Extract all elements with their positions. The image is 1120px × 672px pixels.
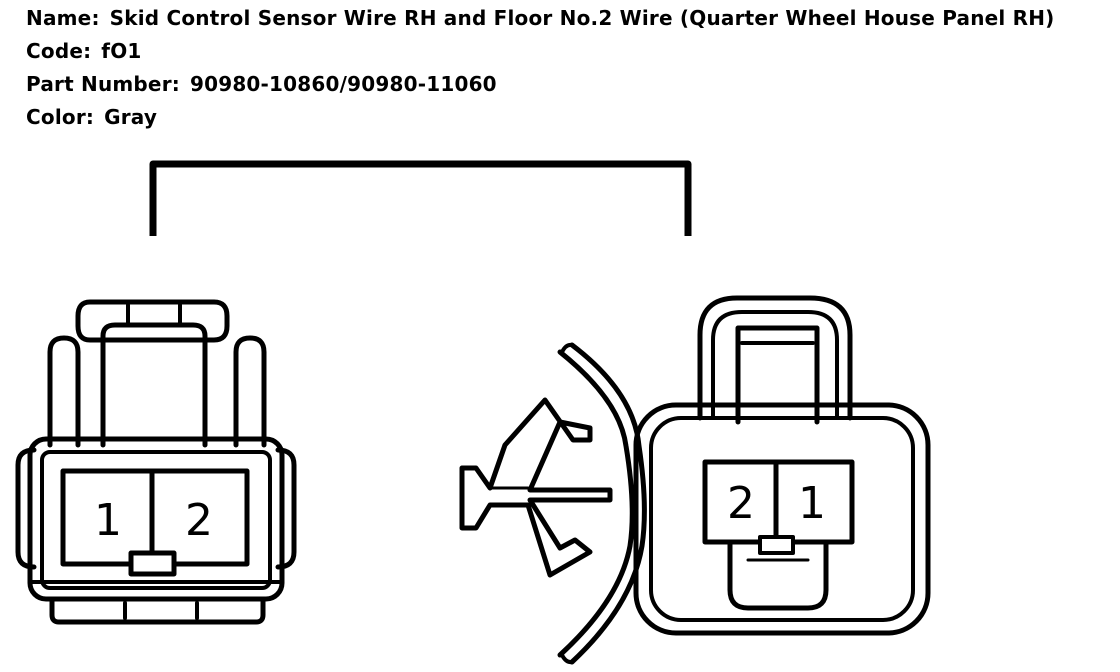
part-number-label: Part Number: xyxy=(26,72,180,96)
right-bottom-tab xyxy=(727,539,829,611)
left-pin-cavity xyxy=(60,468,250,567)
right-latch-slot xyxy=(735,325,820,425)
left-key xyxy=(128,550,177,577)
right-pin-1-label: 1 xyxy=(798,478,826,529)
part-number-line: Part Number: 90980-10860/90980-11060 xyxy=(26,68,1055,101)
left-fin-right xyxy=(233,335,267,448)
name-value: Skid Control Sensor Wire RH and Floor No… xyxy=(109,6,1055,30)
color-line: Color: Gray xyxy=(26,101,1055,134)
code-line: Code: fO1 xyxy=(26,35,1055,68)
left-fin-left xyxy=(47,335,81,448)
right-housing-inner xyxy=(649,416,915,622)
right-push-clip xyxy=(459,397,613,578)
right-connector xyxy=(459,295,931,665)
left-latch-tab xyxy=(75,299,230,343)
left-skirt xyxy=(49,596,266,625)
left-pin-2-label: 2 xyxy=(185,495,213,546)
code-label: Code: xyxy=(26,39,92,63)
part-number-value: 90980-10860/90980-11060 xyxy=(189,72,497,96)
left-body-outer xyxy=(100,322,208,448)
right-key xyxy=(758,535,795,555)
right-top-lobe xyxy=(697,295,853,421)
name-line: Name: Skid Control Sensor Wire RH and Flo… xyxy=(26,2,1055,35)
left-side-bump-r xyxy=(275,447,297,570)
right-pin-2-label: 2 xyxy=(727,478,755,529)
left-connector xyxy=(15,299,297,625)
left-side-bump-l xyxy=(15,447,37,570)
name-label: Name: xyxy=(26,6,100,30)
color-label: Color: xyxy=(26,105,95,129)
right-housing-outer xyxy=(633,402,931,636)
left-housing-outer xyxy=(27,436,285,602)
connector-info: Name: Skid Control Sensor Wire RH and Flo… xyxy=(26,2,1055,134)
left-pin-1-label: 1 xyxy=(94,495,122,546)
mating-bracket xyxy=(149,160,692,236)
color-value: Gray xyxy=(104,105,158,129)
left-housing-inner xyxy=(40,450,272,590)
code-value: fO1 xyxy=(101,39,142,63)
right-clip-arc-inner xyxy=(569,342,647,665)
right-clip-arc-outer xyxy=(557,349,635,658)
